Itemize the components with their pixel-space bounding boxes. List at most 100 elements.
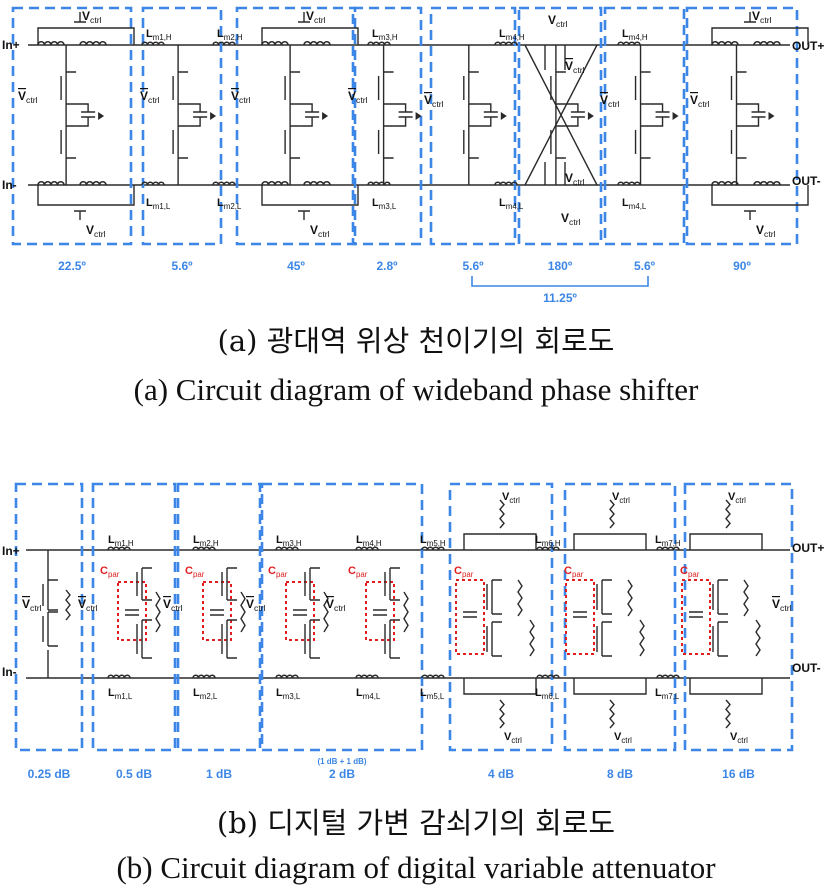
- ps-bypass-top-1: [261, 27, 359, 45]
- ps-inductor-bot-label-2-main: L: [217, 197, 224, 209]
- ps-vctrl-180-a-main: V: [548, 13, 556, 27]
- ps-crossover: [524, 44, 598, 186]
- ps-vctrl-180-d-main: V: [561, 211, 569, 225]
- ps-series-coil-top-5: [617, 41, 641, 46]
- att-bridge-top-6: [573, 533, 647, 550]
- ps-switch-bot-0: [72, 204, 88, 220]
- att-vctrl-bar-3-sub: ctrl: [171, 603, 183, 613]
- att-cpar-label-2: Cpar: [185, 565, 205, 579]
- ps-vctrl-bot-0-main: V: [86, 223, 94, 237]
- ps-series-coil-bot-1: [141, 181, 165, 186]
- ps-vctrl-180-a-sub: ctrl: [556, 19, 568, 29]
- ps-stage-box-4: [351, 6, 423, 246]
- ps-fet-bot-3-terminals: [290, 125, 301, 159]
- ps-fet-top-5-terminals: [468, 71, 479, 105]
- att-inductor-bot-label-1-main: L: [108, 687, 115, 699]
- ps-vctrl-bar-2-main: V: [140, 89, 148, 103]
- att-stage-box-3: [176, 482, 262, 752]
- att-res-bot-series-5: [499, 699, 505, 729]
- att-vctrl-bot-6-main: V: [614, 731, 622, 743]
- att-stage-label-7: 16 dB: [722, 767, 755, 781]
- att-vctrl-top-7-sub: ctrl: [735, 496, 746, 505]
- att-fet-bot-6-terminals: [602, 621, 612, 657]
- ps-coil-top-a-1: [261, 41, 289, 46]
- att-series-coil-top-3: [275, 546, 299, 551]
- ps-vctrl-bar-7-sub: ctrl: [698, 99, 710, 109]
- att-cpar-label-4-main: C: [348, 565, 356, 577]
- ps-inductor-top-label-3: Lm3,H: [372, 28, 398, 42]
- att-bridge-bot-5: [463, 678, 537, 695]
- att-in-plus: In+: [2, 544, 20, 558]
- att-vctrl-bot-6: Vctrl: [614, 731, 632, 745]
- att-res-top-series-6: [609, 499, 615, 529]
- ps-fet-top-2-terminals: [178, 71, 189, 105]
- att-out-plus: OUT+: [792, 541, 824, 555]
- ps-cap-7: [655, 111, 670, 118]
- ps-bypass-top-0: [37, 27, 135, 45]
- att-cpar-box-5: [455, 579, 485, 655]
- att-vctrl-bar-4: Vctrl: [246, 597, 266, 613]
- ps-cap-6: [570, 111, 585, 118]
- att-series-coil-bot-2: [192, 674, 216, 679]
- ps-in-minus: In-: [2, 178, 17, 192]
- att-vctrl-top-7: Vctrl: [728, 491, 746, 505]
- att-out-minus: OUT-: [792, 661, 821, 675]
- att-cpar-label-7-sub: par: [688, 570, 700, 579]
- att-inductor-top-label-2-sub: m2,H: [200, 539, 219, 548]
- att-stage-box-6: [563, 482, 677, 752]
- ps-cap-wire-7: [650, 103, 664, 127]
- ps-stage-label-8: 90º: [733, 259, 751, 273]
- ps-vctrl-top-2-sub: ctrl: [760, 15, 772, 25]
- att-res-first: [65, 589, 71, 621]
- att-inductor-bot-label-4: Lm4,L: [356, 687, 381, 701]
- att-vctrl-bar-5-main: V: [326, 597, 334, 611]
- att-inductor-bot-label-4-sub: m4,L: [363, 692, 381, 701]
- att-fet-first-top-terminals: [48, 579, 58, 611]
- att-vctrl-bot-5-main: V: [504, 731, 512, 743]
- att-vctrl-bar-4-main: V: [246, 597, 254, 611]
- att-cpar-label-6-main: C: [564, 565, 572, 577]
- ps-series-coil-bot-3: [367, 181, 391, 186]
- att-stage-box-7: [683, 482, 794, 752]
- ps-coil-bot-a-2: [711, 181, 739, 186]
- att-fet-top-5-terminals: [492, 579, 502, 615]
- att-vctrl-bar-out-main: V: [772, 597, 780, 611]
- ps-bypass-bot-2: [711, 185, 809, 206]
- att-inductor-bot-label-7-main: L: [655, 687, 662, 699]
- att-vctrl-bar-2: Vctrl: [78, 597, 98, 613]
- ps-vctrl-bar-1-sub: ctrl: [26, 95, 38, 105]
- ps-coil-top-b-2: [753, 41, 781, 46]
- ps-vctrl-180-a: Vctrl: [548, 13, 568, 29]
- att-inductor-top-label-7-main: L: [655, 534, 662, 546]
- ps-switch-top-1: [296, 12, 312, 29]
- ps-inductor-top-label-3-sub: m3,H: [379, 33, 398, 42]
- att-cap-2: [210, 609, 224, 616]
- ps-vctrl-bar-3-main: V: [231, 89, 239, 103]
- ps-vctrl-180-b-main: V: [565, 59, 573, 73]
- att-inductor-bot-label-5: Lm5,L: [420, 687, 445, 701]
- ps-fet-bot-1-terminals: [66, 125, 77, 159]
- ps-stage-box-2: [141, 6, 223, 246]
- ps-stage-label-7: 5.6º: [634, 259, 656, 273]
- ps-vctrl-bar-2-sub: ctrl: [148, 95, 160, 105]
- att-bridge-top-7: [689, 533, 763, 550]
- att-fet-bot-1-terminals: [142, 619, 152, 659]
- att-cpar-label-7-main: C: [680, 565, 688, 577]
- ps-bracket-label: 11.25º: [543, 291, 577, 305]
- caption-b-korean: (b) 디지털 가변 감쇠기의 회로도: [216, 806, 616, 840]
- ps-vctrl-bar-4: Vctrl: [348, 89, 368, 105]
- ps-vctrl-180-c-main: V: [565, 171, 573, 185]
- att-res-4: [403, 591, 409, 633]
- ps-ground-arrow-4: [415, 112, 422, 120]
- ps-switch-bot-1: [296, 204, 312, 220]
- att-inductor-top-label-3: Lm3,H: [276, 534, 302, 548]
- att-fet-bot-2-terminals: [227, 619, 237, 659]
- att-bridge-bot-6: [573, 678, 647, 695]
- att-fet-top-7-terminals: [718, 579, 728, 615]
- ps-cap-wire-1: [76, 103, 89, 127]
- ps-fet-bot-6-terminals: [555, 125, 566, 159]
- ps-coil-bot-b-2: [753, 181, 781, 186]
- att-cap-4: [373, 609, 387, 616]
- ps-vctrl-bot-1: Vctrl: [310, 223, 330, 239]
